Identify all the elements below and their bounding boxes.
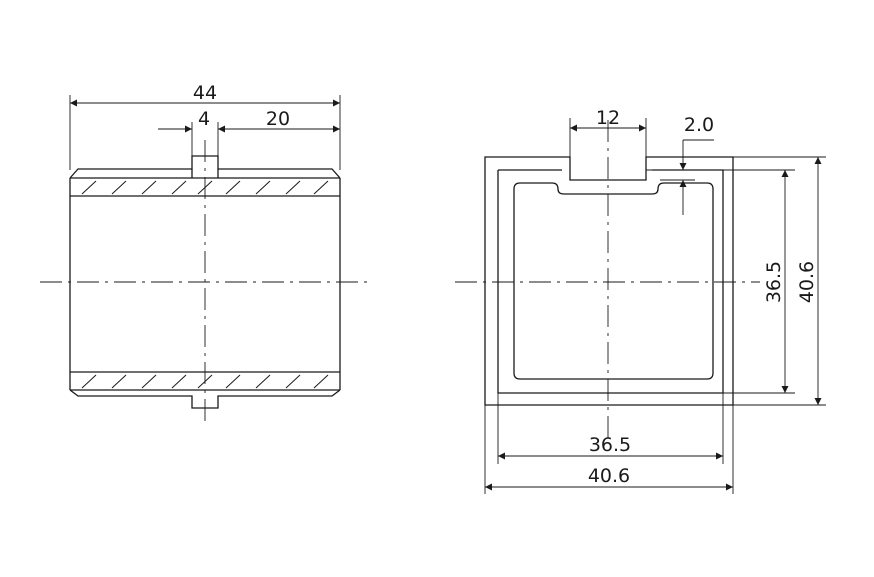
dim-overall-length-label: 44	[193, 82, 217, 104]
dim-wall-thickness-label: 2.0	[684, 114, 714, 136]
side-view-hatch-top	[81, 180, 329, 195]
dim-slot-to-end-label: 20	[266, 108, 290, 130]
dim-wall-thickness: 2.0	[646, 114, 714, 215]
dim-slot-width-section: 12	[569, 107, 647, 157]
dim-inner-width: 36.5	[497, 393, 724, 464]
dim-outer-height: 40.6	[733, 156, 826, 406]
dim-slot-width-side: 4 20	[158, 108, 340, 156]
dim-overall-length: 44	[69, 82, 341, 170]
dim-outer-width-label: 40.6	[588, 465, 630, 487]
dim-slot-width-section-label: 12	[596, 107, 620, 129]
dim-slot-width-side-label: 4	[198, 108, 210, 130]
side-view: 44 4 20	[40, 82, 370, 425]
dim-inner-width-label: 36.5	[589, 434, 631, 456]
dim-inner-height: 36.5	[723, 169, 795, 394]
dim-inner-height-label: 36.5	[763, 261, 785, 303]
section-outer-wall	[497, 169, 724, 394]
side-view-hatch-bottom	[81, 374, 329, 389]
section-view: 12 2.0 36.5 40.6	[455, 107, 826, 494]
section-inner-profile	[513, 182, 714, 380]
dim-outer-height-label: 40.6	[796, 261, 818, 303]
dim-outer-width: 40.6	[484, 405, 734, 494]
